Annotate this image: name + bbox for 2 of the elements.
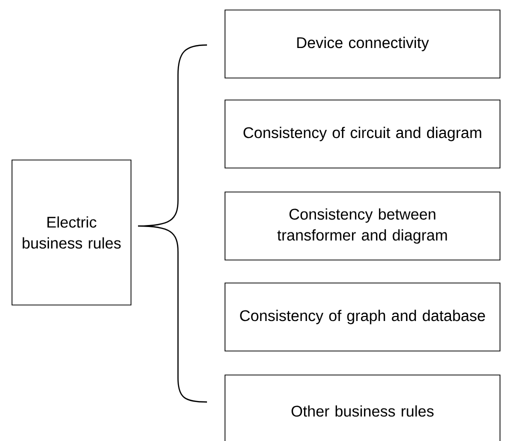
rule-box: Other business rules bbox=[224, 374, 500, 441]
category-box: Electric business rules bbox=[12, 160, 132, 306]
